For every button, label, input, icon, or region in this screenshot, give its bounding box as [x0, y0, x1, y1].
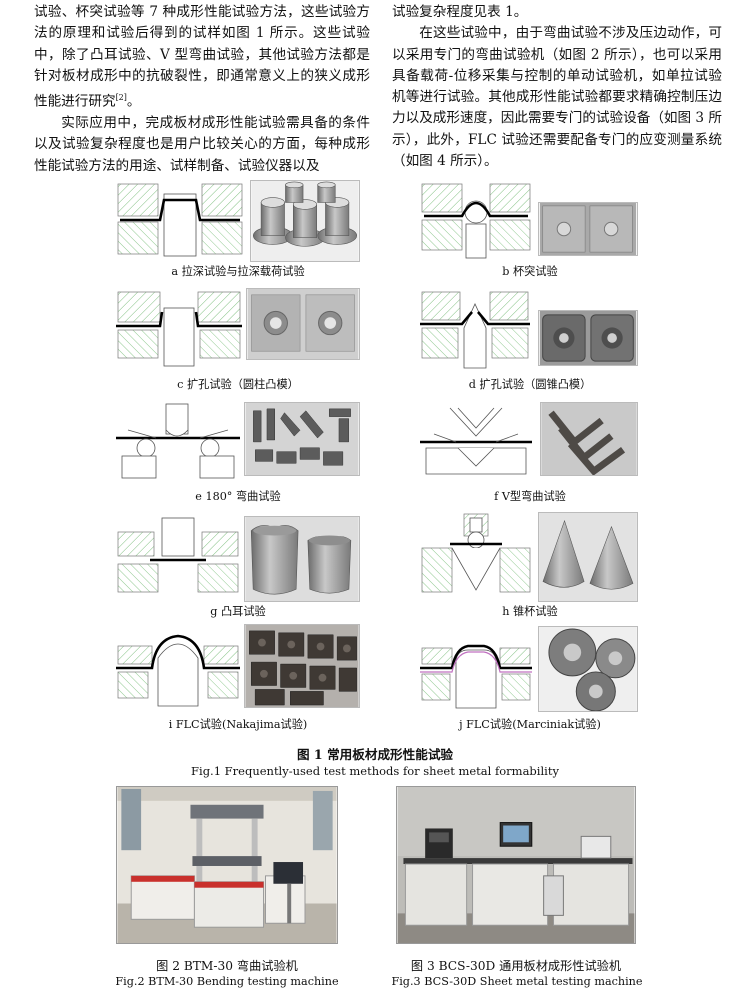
flc-nakajima-diagram	[116, 628, 240, 708]
figure-1-caption-en: Fig.1 Frequently-used test methods for s…	[191, 764, 559, 778]
hole-expansion-cylinder-diagram	[116, 288, 242, 368]
panel-i-caption: i FLC试验(Nakajima试验)	[168, 718, 308, 731]
bend-180-diagram	[116, 402, 240, 482]
reference-mark: [2]	[115, 93, 127, 103]
flc-nakajima-specimens-photo	[244, 624, 360, 708]
hole-expansion-cone-photo	[538, 310, 638, 366]
left-paragraph-1: 试验、杯突试验等 7 种成形性能试验方法，这些试验方法的原理和试验后得到的试样如…	[34, 4, 370, 110]
hole-expansion-cylinder-photo	[246, 288, 360, 360]
earing-cups-photo	[244, 516, 360, 602]
conical-cups-photo	[538, 512, 638, 602]
figure-1-caption-cn: 图 1 常用板材成形性能试验	[296, 747, 454, 762]
conical-cup-diagram	[420, 512, 532, 602]
deep-drawn-cups-photo	[250, 180, 360, 262]
cupping-test-diagram	[420, 180, 532, 260]
cupping-specimens-photo	[538, 202, 638, 256]
right-text-column: 试验复杂程度见表 1。 在这些试验中，由于弯曲试验不涉及压边动作，可以采用专门的…	[392, 2, 722, 172]
panel-f-caption: f V型弯曲试验	[494, 490, 566, 503]
figure-2-caption-en: Fig.2 BTM-30 Bending testing machine	[115, 975, 339, 988]
figure-3-caption-cn: 图 3 BCS-30D 通用板材成形性试验机	[410, 959, 622, 973]
v-bend-diagram	[420, 402, 532, 482]
btm-30-bending-machine-photo	[116, 786, 338, 944]
flc-marciniak-specimens-photo	[538, 626, 638, 712]
flc-marciniak-diagram	[420, 628, 532, 710]
figure-3-caption-en: Fig.3 BCS-30D Sheet metal testing machin…	[391, 975, 643, 988]
panel-h-caption: h 锥杯试验	[502, 605, 558, 618]
bcs-30d-sheet-metal-testing-machine-photo	[396, 786, 636, 944]
v-bend-specimens-photo	[540, 402, 638, 476]
earing-test-diagram	[116, 516, 240, 598]
panel-b-caption: b 杯突试验	[502, 265, 558, 278]
left-text-column: 试验、杯突试验等 7 种成形性能试验方法，这些试验方法的原理和试验后得到的试样如…	[34, 2, 370, 177]
panel-d-caption: d 扩孔试验（圆锥凸模）	[468, 378, 592, 391]
panel-j-caption: j FLC试验(Marciniak试验)	[459, 718, 601, 731]
figure-2-caption-cn: 图 2 BTM-30 弯曲试验机	[156, 959, 298, 973]
deep-drawing-diagram	[116, 180, 244, 262]
hole-expansion-cone-diagram	[420, 288, 530, 370]
panel-g-caption: g 凸耳试验	[210, 605, 266, 618]
right-paragraph-1: 试验复杂程度见表 1。	[392, 4, 528, 20]
panel-e-caption: e 180° 弯曲试验	[195, 490, 281, 503]
right-paragraph-2: 在这些试验中，由于弯曲试验不涉及压边动作，可以采用专门的弯曲试验机（如图 2 所…	[392, 25, 722, 170]
panel-a-caption: a 拉深试验与拉深载荷试验	[171, 265, 305, 278]
bend-180-specimens-photo	[244, 402, 360, 476]
left-paragraph-2: 实际应用中，完成板材成形性能试验需具备的条件以及试验复杂程度也是用户比较关心的方…	[34, 115, 370, 174]
panel-c-caption: c 扩孔试验（圆柱凸模）	[177, 378, 299, 391]
